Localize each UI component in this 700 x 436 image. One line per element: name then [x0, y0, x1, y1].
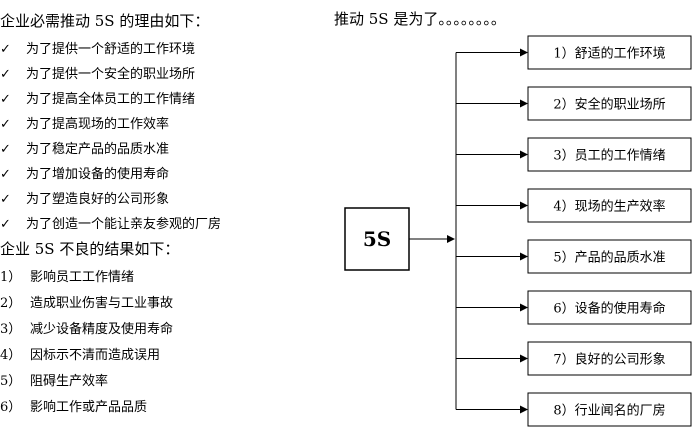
- reason-item: ✓ 为了提供一个安全的职业场所: [0, 63, 195, 82]
- target-label: 5）产品的品质水准: [553, 250, 665, 266]
- reason-text: 为了提高现场的工作效率: [26, 117, 170, 132]
- reason-text: 为了塑造良好的公司形象: [26, 192, 170, 207]
- diagram-title: 推动 5S 是为了。。。。。。。。: [334, 10, 506, 28]
- target-box: [527, 290, 692, 325]
- reason-item: ✓ 为了提供一个舒适的工作环境: [0, 38, 195, 57]
- target-label: 1）舒适的工作环境: [553, 46, 665, 62]
- target-label: 2）安全的职业场所: [553, 97, 665, 113]
- reason-text: 为了提高全体员工的工作情绪: [26, 92, 196, 107]
- result-text: 减少设备精度及使用寿命: [30, 322, 174, 337]
- reason-item: ✓ 为了提高现场的工作效率: [0, 113, 169, 132]
- reason-item: ✓ 为了创造一个能让亲友参观的厂房: [0, 213, 221, 232]
- reason-item: ✓ 为了提高全体员工的工作情绪: [0, 88, 195, 107]
- checkmark-icon: ✓: [0, 217, 11, 232]
- checkmark-icon: ✓: [0, 67, 11, 82]
- center-box: [344, 207, 410, 271]
- checkmark-icon: ✓: [0, 117, 11, 132]
- result-text: 因标示不清而造成误用: [30, 348, 161, 363]
- result-number: 5）: [0, 374, 22, 389]
- target-label: 8）行业闻名的厂房: [553, 403, 665, 419]
- reason-text: 为了创造一个能让亲友参观的厂房: [26, 217, 222, 232]
- result-text: 造成职业伤害与工业事故: [30, 296, 174, 311]
- checkmark-icon: ✓: [0, 92, 11, 107]
- target-box: [527, 341, 692, 376]
- target-box: [527, 86, 692, 121]
- checkmark-icon: ✓: [0, 42, 11, 57]
- result-item: 4） 因标示不清而造成误用: [0, 344, 160, 363]
- target-label: 3）员工的工作情绪: [553, 148, 665, 164]
- center-label: 5S: [363, 227, 391, 251]
- result-item: 2） 造成职业伤害与工业事故: [0, 292, 173, 311]
- reason-text: 为了提供一个安全的职业场所: [26, 67, 196, 82]
- result-item: 6） 影响工作或产品品质: [0, 396, 147, 415]
- reason-text: 为了稳定产品的品质水准: [26, 142, 170, 157]
- reason-item: ✓ 为了稳定产品的品质水准: [0, 138, 169, 157]
- result-number: 6）: [0, 400, 22, 415]
- checkmark-icon: ✓: [0, 167, 11, 182]
- reason-item: ✓ 为了塑造良好的公司形象: [0, 188, 169, 207]
- reason-text: 为了增加设备的使用寿命: [26, 167, 170, 182]
- reasons-heading: 企业必需推动 5S 的理由如下：: [0, 12, 210, 30]
- result-text: 阻碍生产效率: [30, 374, 109, 389]
- target-box: [527, 137, 692, 172]
- reason-item: ✓ 为了增加设备的使用寿命: [0, 163, 169, 182]
- result-number: 2）: [0, 296, 22, 311]
- target-box: [527, 239, 692, 274]
- result-text: 影响员工工作情绪: [30, 270, 135, 285]
- results-heading: 企业 5S 不良的结果如下：: [0, 240, 180, 258]
- checkmark-icon: ✓: [0, 142, 11, 157]
- target-box: [527, 35, 692, 70]
- result-number: 4）: [0, 348, 22, 363]
- target-box: [527, 188, 692, 223]
- result-number: 1）: [0, 270, 22, 285]
- result-text: 影响工作或产品品质: [30, 400, 148, 415]
- target-label: 7）良好的公司形象: [553, 352, 665, 368]
- result-item: 5） 阻碍生产效率: [0, 370, 108, 389]
- target-box: [527, 392, 692, 427]
- target-label: 6）设备的使用寿命: [553, 301, 665, 317]
- checkmark-icon: ✓: [0, 192, 11, 207]
- reason-text: 为了提供一个舒适的工作环境: [26, 42, 196, 57]
- result-number: 3）: [0, 322, 22, 337]
- result-item: 1） 影响员工工作情绪: [0, 266, 134, 285]
- result-item: 3） 减少设备精度及使用寿命: [0, 318, 173, 337]
- target-label: 4）现场的生产效率: [553, 199, 665, 215]
